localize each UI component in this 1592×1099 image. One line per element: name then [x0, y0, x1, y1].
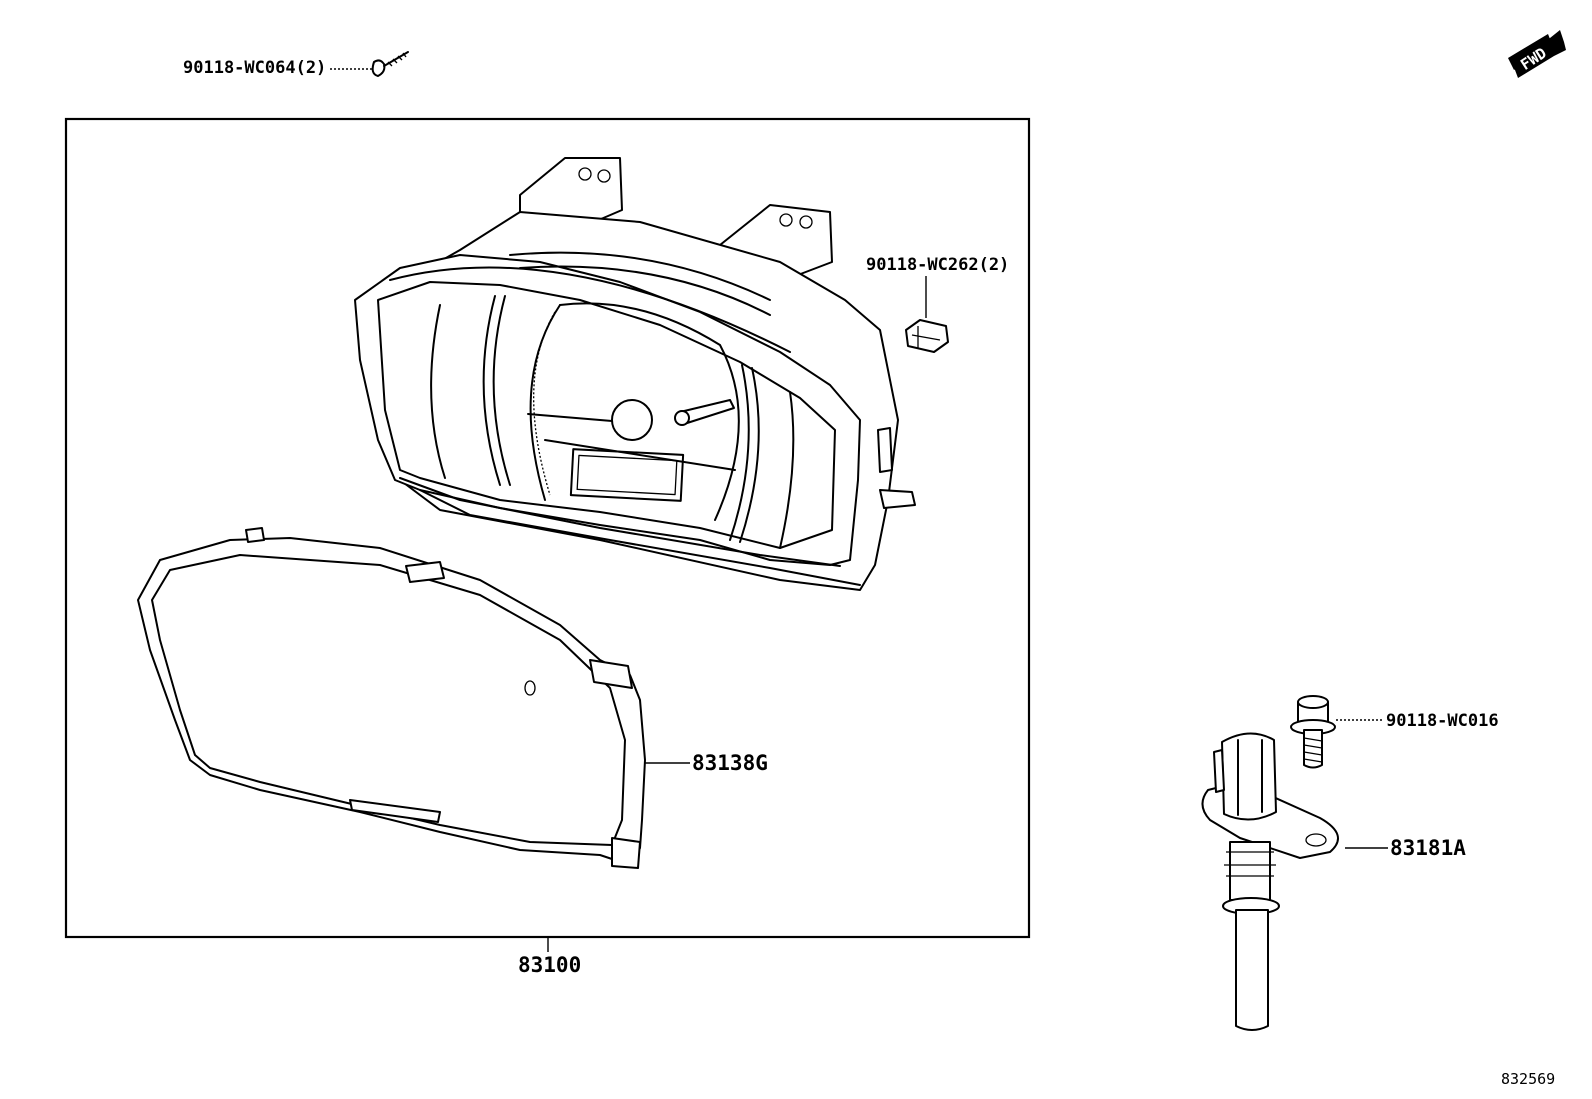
part-label-screw[interactable]: 90118-WC064(2) — [183, 58, 326, 78]
part-label-clip[interactable]: 90118-WC262(2) — [866, 255, 1009, 275]
speed-sensor-icon[interactable] — [1201, 732, 1339, 1031]
part-label-lens[interactable]: 83138G — [692, 751, 768, 775]
bolt-icon[interactable] — [1290, 695, 1336, 769]
screw-icon[interactable] — [330, 51, 409, 77]
part-label-sensor[interactable]: 83181A — [1390, 836, 1466, 860]
clip-icon[interactable] — [905, 276, 949, 353]
diagram-id-label: 832569 — [1501, 1070, 1555, 1088]
part-label-bolt[interactable]: 90118-WC016 — [1386, 711, 1499, 731]
fwd-arrow-icon: FWD — [1508, 30, 1566, 78]
lens-glass-icon[interactable] — [137, 527, 646, 869]
part-label-assembly[interactable]: 83100 — [518, 953, 581, 977]
combination-meter-icon[interactable] — [354, 157, 916, 591]
